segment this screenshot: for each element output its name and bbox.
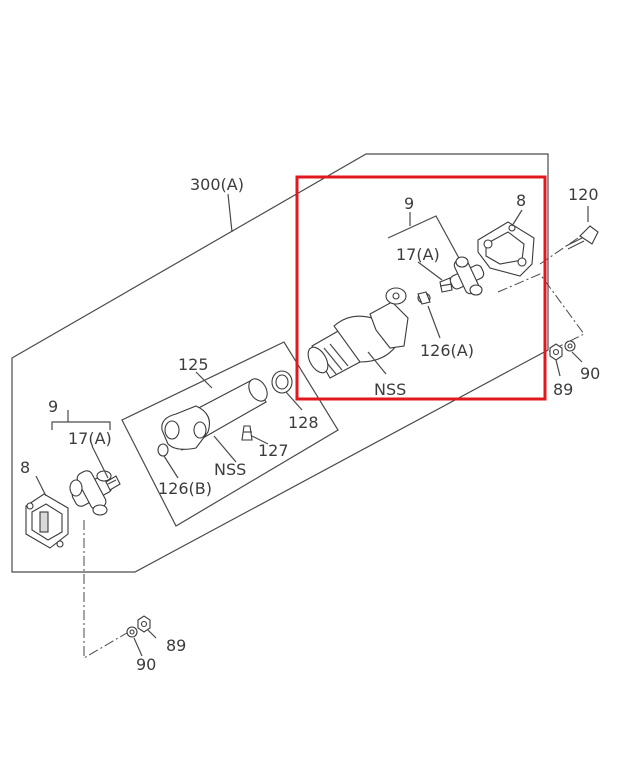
centerline-right: [497, 273, 585, 353]
yoke-flange-right[interactable]: [477, 221, 535, 277]
callout-89-left: 89: [166, 636, 186, 655]
callout-17a-right: 17(A): [396, 245, 440, 264]
yoke-flange-left[interactable]: [25, 493, 69, 549]
callout-9-right: 9: [404, 194, 414, 213]
washer-right[interactable]: [564, 340, 576, 352]
grease-fitting-left[interactable]: [105, 475, 121, 491]
ujoint-left-bracket: [51, 421, 111, 430]
callout-17a-left: 17(A): [68, 429, 112, 448]
plug-left[interactable]: [157, 443, 169, 457]
plug-right[interactable]: [417, 291, 431, 305]
callout-90-left: 90: [136, 655, 156, 674]
tube-group-outline: [121, 341, 339, 527]
callout-8-right: 8: [516, 191, 526, 210]
grease-fitting-right[interactable]: [439, 277, 453, 293]
callout-120: 120: [568, 185, 599, 204]
washer-left[interactable]: [126, 626, 138, 638]
assembly-outline: [11, 153, 549, 573]
bolt-120[interactable]: [565, 225, 599, 250]
callout-127: 127: [258, 441, 289, 460]
callout-8-left: 8: [20, 458, 30, 477]
nut-right[interactable]: [549, 343, 563, 361]
callout-126a: 126(A): [420, 341, 474, 360]
callout-nss-tube: NSS: [214, 460, 246, 479]
callout-126b: 126(B): [158, 479, 212, 498]
propeller-tube[interactable]: [161, 376, 271, 451]
highlight-box: [295, 175, 547, 401]
slip-yoke-right[interactable]: [304, 287, 409, 379]
centerline-left: [83, 520, 133, 659]
callout-128: 128: [288, 413, 319, 432]
leader-lines: [35, 193, 589, 657]
ujoint-right-bracket: [387, 215, 461, 261]
seal-128[interactable]: [271, 370, 293, 394]
callout-90-right: 90: [580, 364, 600, 383]
nut-left[interactable]: [137, 615, 151, 633]
grease-fitting-tube[interactable]: [241, 425, 253, 441]
callout-89-right: 89: [553, 380, 573, 399]
callout-300a: 300(A): [190, 175, 244, 194]
callout-9-left: 9: [48, 397, 58, 416]
callout-nss-right: NSS: [374, 380, 406, 399]
ujoint-cross-left[interactable]: [69, 469, 114, 516]
callout-125: 125: [178, 355, 209, 374]
ujoint-cross-right[interactable]: [449, 256, 486, 296]
